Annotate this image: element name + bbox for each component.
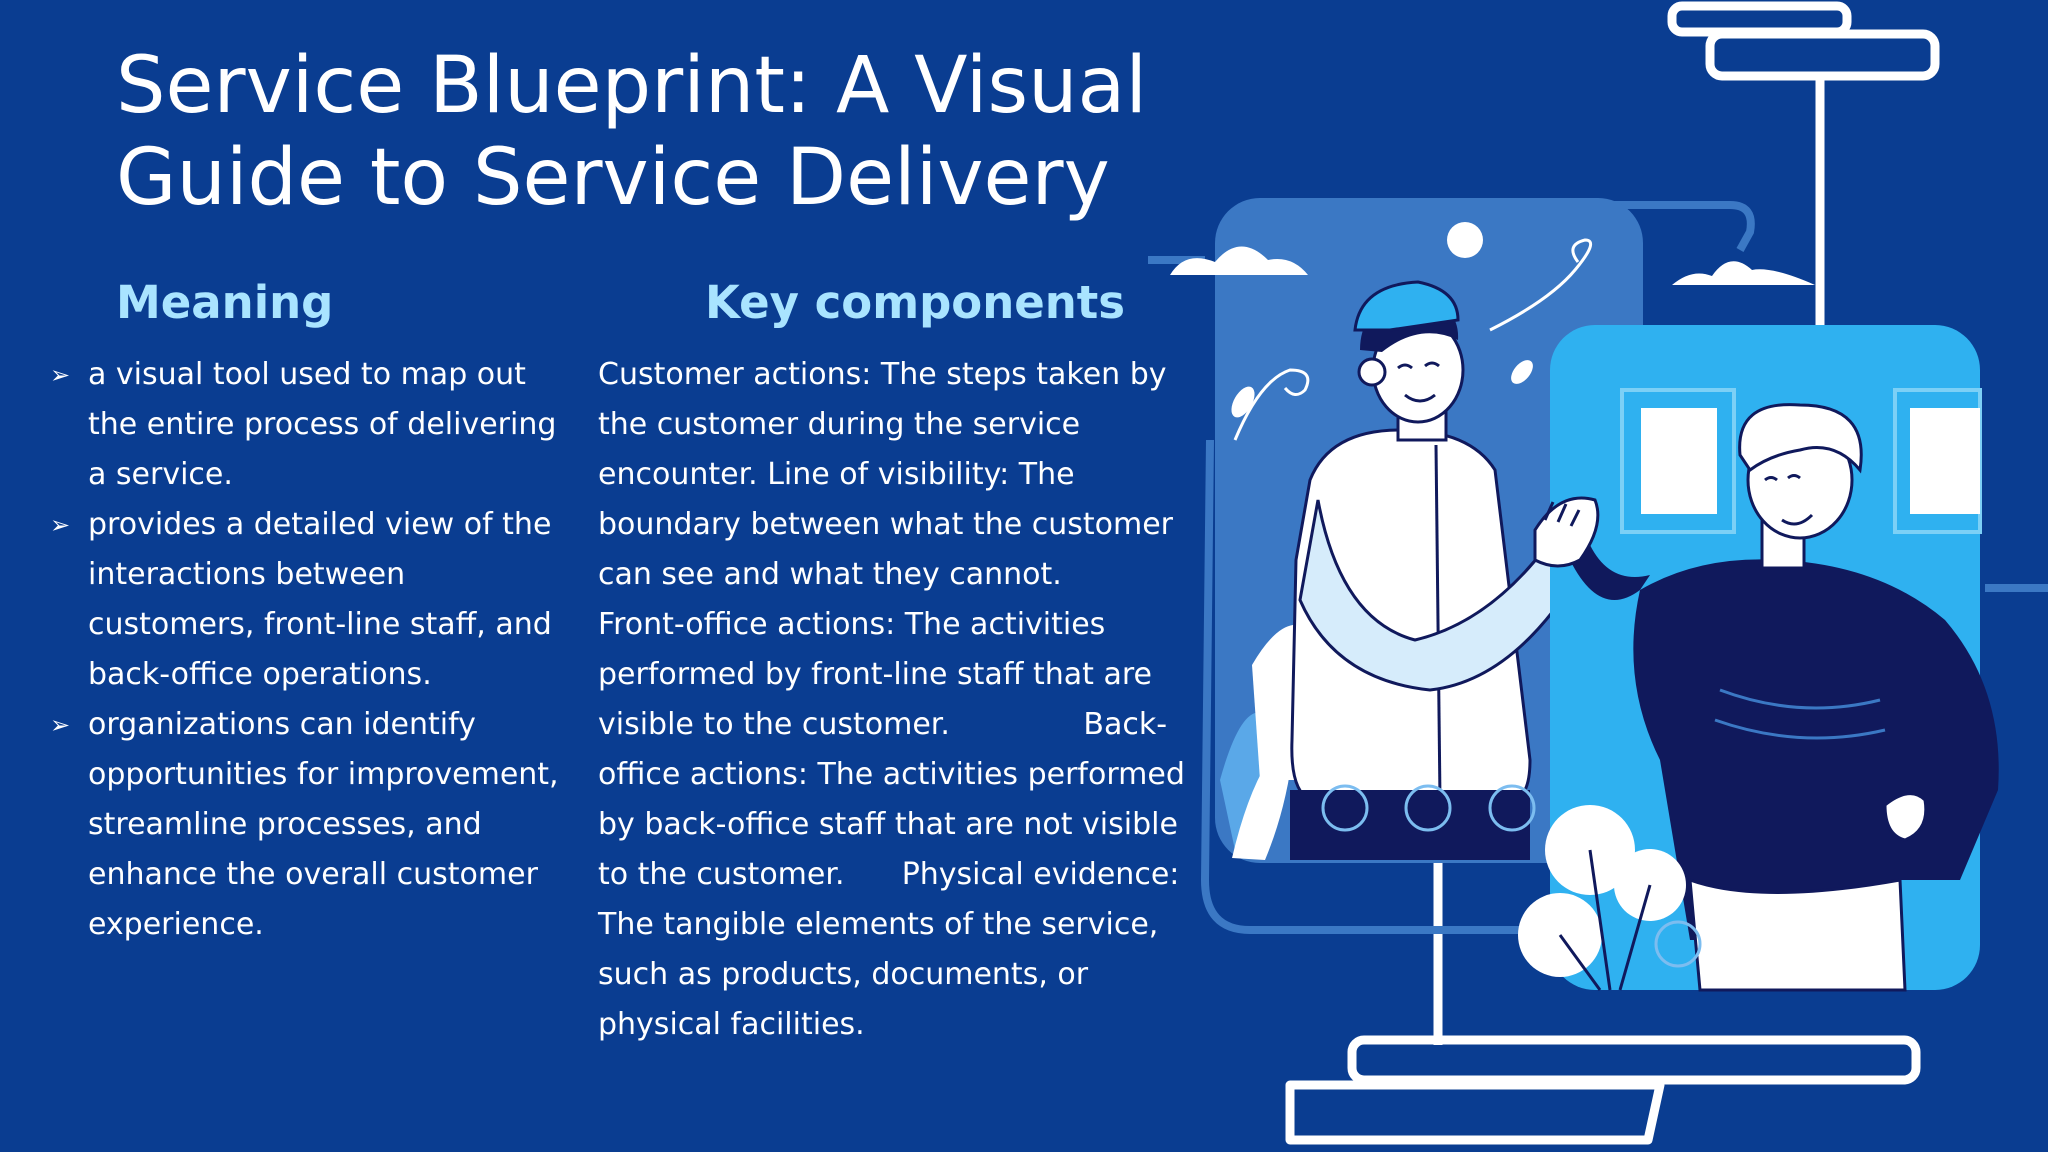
slide-title: Service Blueprint: A Visual Guide to Ser… bbox=[116, 41, 1148, 223]
arrow-bullet-icon: ➢ bbox=[50, 361, 71, 389]
handshake-illustration bbox=[1148, 1, 2048, 1145]
line-frames bbox=[1285, 1, 1940, 1145]
meaning-list: ➢ a visual tool used to map out the enti… bbox=[50, 350, 560, 950]
microphone-icon bbox=[1321, 784, 1369, 832]
meaning-item: ➢ a visual tool used to map out the enti… bbox=[50, 350, 560, 500]
handshake bbox=[1533, 496, 1600, 568]
meaning-item-text: provides a detailed view of the interact… bbox=[88, 507, 552, 692]
call-controls bbox=[1321, 784, 1702, 968]
key-components-text: Customer actions: The steps taken by the… bbox=[598, 357, 1329, 1042]
decor-clouds bbox=[1170, 222, 1815, 418]
video-icon bbox=[1488, 784, 1536, 832]
meaning-item-text: organizations can identify opportunities… bbox=[88, 707, 559, 942]
man-left bbox=[1290, 280, 1592, 860]
phone-icon bbox=[1404, 784, 1452, 832]
meaning-item: ➢ organizations can identify opportuniti… bbox=[50, 700, 560, 950]
microphone-icon bbox=[1654, 920, 1702, 968]
meaning-item: ➢ provides a detailed view of the intera… bbox=[50, 500, 560, 700]
arrow-bullet-icon: ➢ bbox=[50, 511, 71, 539]
man-right bbox=[1570, 403, 1999, 992]
right-plants bbox=[1518, 805, 1686, 991]
arrow-bullet-icon: ➢ bbox=[50, 711, 71, 739]
decor-swirls bbox=[1233, 238, 1593, 441]
back-frame bbox=[1148, 201, 2048, 934]
meaning-item-text: a visual tool used to map out the entire… bbox=[88, 357, 557, 492]
key-components-heading: Key components bbox=[705, 276, 1126, 329]
meaning-heading: Meaning bbox=[116, 276, 334, 329]
window-frames bbox=[1620, 388, 1982, 534]
